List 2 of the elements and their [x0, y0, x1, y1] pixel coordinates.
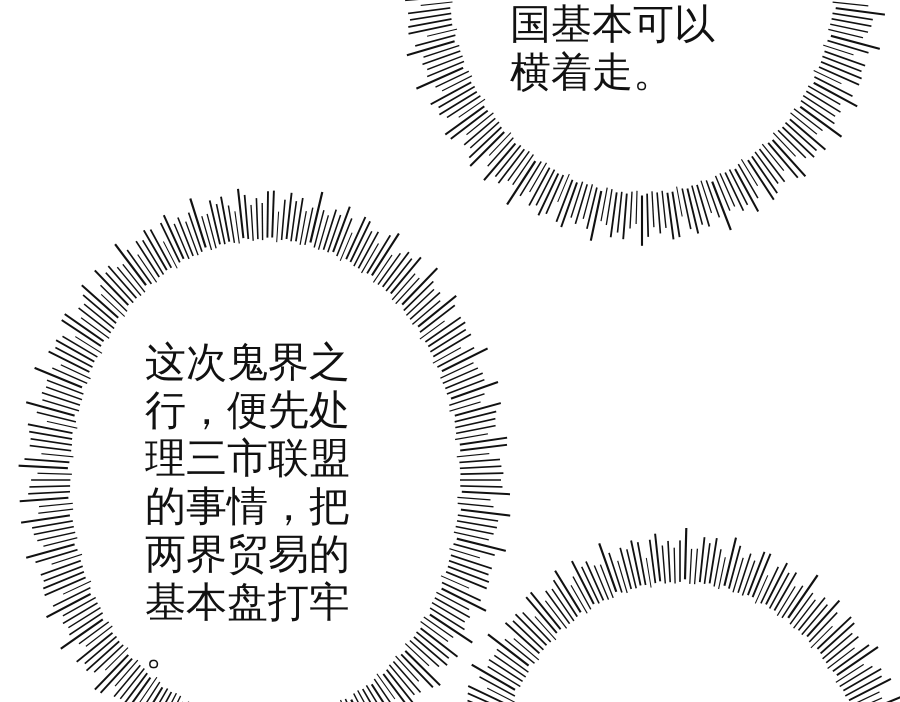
speech-text: 这次鬼界之行，便先处理三市联盟的事情，把两界贸易的基本盘打牢。 — [145, 338, 351, 674]
speech-text: 国基本可以横着走。 — [510, 0, 716, 96]
